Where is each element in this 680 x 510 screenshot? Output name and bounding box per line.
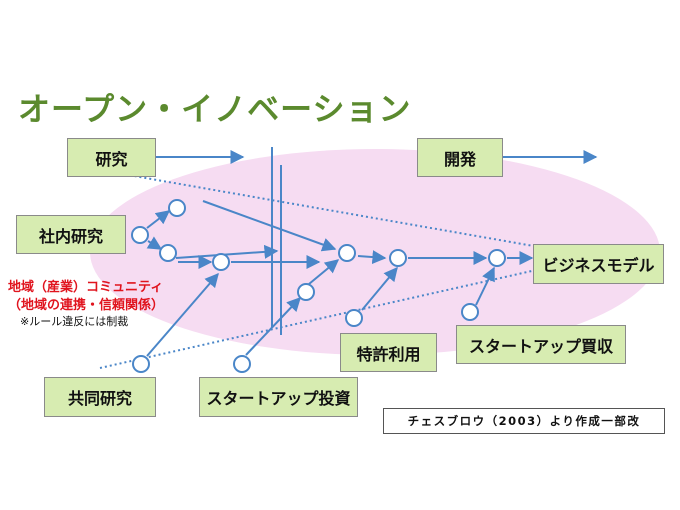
- node-circle: [345, 309, 363, 327]
- node-circle: [389, 249, 407, 267]
- flow-arrow: [361, 266, 398, 311]
- funnel-upper-line: [99, 169, 546, 249]
- node-circle: [159, 244, 177, 262]
- node-circle: [488, 249, 506, 267]
- patent-use-box: 特許利用: [340, 333, 437, 372]
- flow-arrow: [146, 272, 219, 357]
- flow-arrow: [175, 244, 279, 259]
- node-circle: [131, 226, 149, 244]
- flow-arrow: [475, 266, 495, 306]
- community-label: 地域（産業）コミュニティ: [8, 280, 164, 295]
- page-title: オープン・イノベーション: [18, 90, 412, 128]
- internal-research-box: 社内研究: [16, 215, 126, 254]
- research-box: 研究: [67, 138, 156, 177]
- node-circle: [168, 199, 186, 217]
- funnel-lower-line: [99, 267, 546, 369]
- node-circle: [338, 244, 356, 262]
- node-circle: [233, 355, 251, 373]
- node-circle: [212, 253, 230, 271]
- node-circle: [297, 283, 315, 301]
- flow-arrow: [202, 200, 337, 252]
- development-box: 開発: [417, 138, 503, 177]
- community-sublabel: （地域の連携・信頼関係）: [8, 298, 165, 313]
- flow-arrow: [146, 236, 163, 250]
- source-citation: チェスブロウ（2003）より作成一部改: [383, 408, 665, 434]
- node-circle: [461, 303, 479, 321]
- joint-research-box: 共同研究: [44, 377, 156, 417]
- flow-arrow: [245, 296, 301, 356]
- flow-arrow: [357, 250, 387, 265]
- sanction-note: ※ルール違反には制裁: [20, 315, 129, 328]
- node-circle: [132, 355, 150, 373]
- startup-investment-box: スタートアップ投資: [199, 377, 358, 417]
- startup-acquisition-box: スタートアップ買収: [456, 325, 626, 364]
- flow-arrow: [146, 210, 171, 229]
- flow-arrow: [308, 259, 340, 285]
- business-model-box: ビジネスモデル: [533, 244, 664, 284]
